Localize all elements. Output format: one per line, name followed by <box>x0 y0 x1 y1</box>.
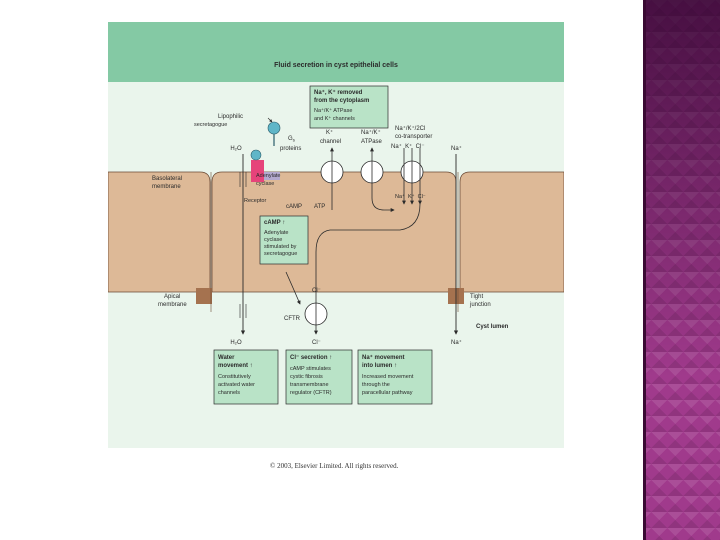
stripe-edge <box>643 0 646 540</box>
figure-header <box>108 22 564 82</box>
cotransporter-label-line-2: co-transporter <box>395 134 432 140</box>
diagram-figure: Fluid secretion in cyst epithelial cells… <box>108 22 564 448</box>
camp-to-cftr-arrow <box>285 271 301 305</box>
h2o-bottom-label: H₂O <box>230 340 242 346</box>
secretagogue-arrow <box>267 117 273 123</box>
camp-box <box>259 215 309 265</box>
figure-title: Fluid secretion in cyst epithelial cells <box>274 62 398 69</box>
gs-label-subscript: s <box>293 138 296 143</box>
na-k-removed-box <box>309 85 389 129</box>
na-movement-title-line-1: Na⁺ movement <box>362 354 405 361</box>
inside-ions-label: Na⁺ K⁺ Cl⁻ <box>395 193 426 200</box>
cl-lower-label: Cl⁻ <box>312 340 321 346</box>
atpase-label-line-1: Na⁺/K⁺ <box>361 129 381 136</box>
gs-label: Gs <box>288 136 296 143</box>
na-movement-title-line-2: into lumen ↑ <box>362 363 397 369</box>
cl-flow-path <box>315 203 421 292</box>
cyst-lumen-label: Cyst lumen <box>476 324 509 330</box>
cl-secretion-body-line-2: cystic fibrosis <box>290 374 323 380</box>
basolateral-label-line-1: Basolateral <box>152 176 182 182</box>
cl-secretion-title: Cl⁻ secretion ↑ <box>290 355 332 361</box>
na-k-removed-body-line-2: and K⁺ channels <box>314 115 355 122</box>
adenylate-label-line-2: cyclase <box>256 181 274 187</box>
k-channel-label-line-2: channel <box>320 139 341 145</box>
atp-label: ATP <box>314 204 325 210</box>
camp-box-body-line-2: cyclase <box>264 237 282 243</box>
left-neighbor-cell <box>108 171 211 293</box>
secretagogue-label-line-2: secretagogue <box>194 122 227 128</box>
main-epithelial-cell <box>211 171 457 293</box>
apical-label-line-2: membrane <box>158 302 187 308</box>
camp-box-body-line-4: secretagogue <box>264 251 297 257</box>
camp-box-body-line-1: Adenylate <box>264 230 288 236</box>
na-bottom-label: Na⁺ <box>451 339 462 346</box>
apical-label-line-1: Apical <box>164 294 180 300</box>
cl-secretion-body-line-3: transmembrane <box>290 382 329 388</box>
h2o-top-label: H₂O <box>230 146 242 152</box>
secretagogue-circle <box>267 121 281 135</box>
water-box-title-line-1: Water <box>218 355 235 361</box>
gs-protein-circle <box>250 149 262 161</box>
diagram-svg: Fluid secretion in cyst epithelial cells… <box>108 62 564 405</box>
water-box-body-line-2: activated water <box>218 382 255 388</box>
adenylate-cyclase-block <box>264 172 280 180</box>
na-movement-box <box>357 349 433 405</box>
atpase-label-line-2: ATPase <box>361 139 383 145</box>
water-box-title-line-2: movement ↑ <box>218 363 253 369</box>
decorative-side-stripe <box>643 0 720 540</box>
receptor <box>251 160 264 182</box>
cl-secretion-body-line-1: cAMP stimulates <box>290 366 331 372</box>
na-movement-body-line-1: Increased movement <box>362 374 414 380</box>
water-movement-box <box>213 349 279 405</box>
cl-upper-label: Cl⁻ <box>312 288 321 294</box>
proteins-label: proteins <box>280 146 301 152</box>
na-movement-body-line-2: through the <box>362 382 390 388</box>
tight-junction-label-line-2: junction <box>469 302 491 308</box>
right-neighbor-cell <box>459 171 564 293</box>
camp-label: cAMP <box>286 204 302 210</box>
na-top-right-label: Na⁺ <box>451 145 462 152</box>
cl-secretion-box <box>285 349 353 405</box>
cotransporter-label-line-1: Na⁺/K⁺/2Cl <box>395 125 425 132</box>
na-movement-body-line-3: paracellular pathway <box>362 390 413 396</box>
atpase-path <box>371 197 395 212</box>
copyright-notice: © 2003, Elsevier Limited. All rights res… <box>270 462 399 470</box>
tight-junction-label-line-1: Tight <box>470 294 483 300</box>
cotransporter-ions-label: Na⁺ K⁺ Cl⁻ <box>391 143 425 150</box>
na-k-removed-title-line-2: from the cytoplasm <box>314 98 369 104</box>
camp-box-body-line-3: stimulated by <box>264 244 297 250</box>
water-box-body-line-1: Constitutively <box>218 374 251 380</box>
camp-box-title: cAMP ↑ <box>264 220 285 226</box>
secretagogue-label-line-1: Lipophilic <box>218 114 243 120</box>
cftr-label: CFTR <box>284 316 301 322</box>
cl-secretion-body-line-4: regulator (CFTR) <box>290 390 332 396</box>
water-box-body-line-3: channels <box>218 390 240 396</box>
na-k-removed-body-line-1: Na⁺/K⁺ ATPase <box>314 107 352 114</box>
na-k-removed-title-line-1: Na⁺, K⁺ removed <box>314 89 363 96</box>
adenylate-label-line-1: Adenylate <box>256 173 280 179</box>
receptor-label: Receptor <box>244 198 266 204</box>
tight-junction-left <box>196 288 212 304</box>
k-channel-label-line-1: K⁺ <box>326 129 333 136</box>
basolateral-label-line-2: membrane <box>152 184 181 190</box>
stripe-shade <box>643 0 720 540</box>
gs-label-main: G <box>288 136 293 142</box>
